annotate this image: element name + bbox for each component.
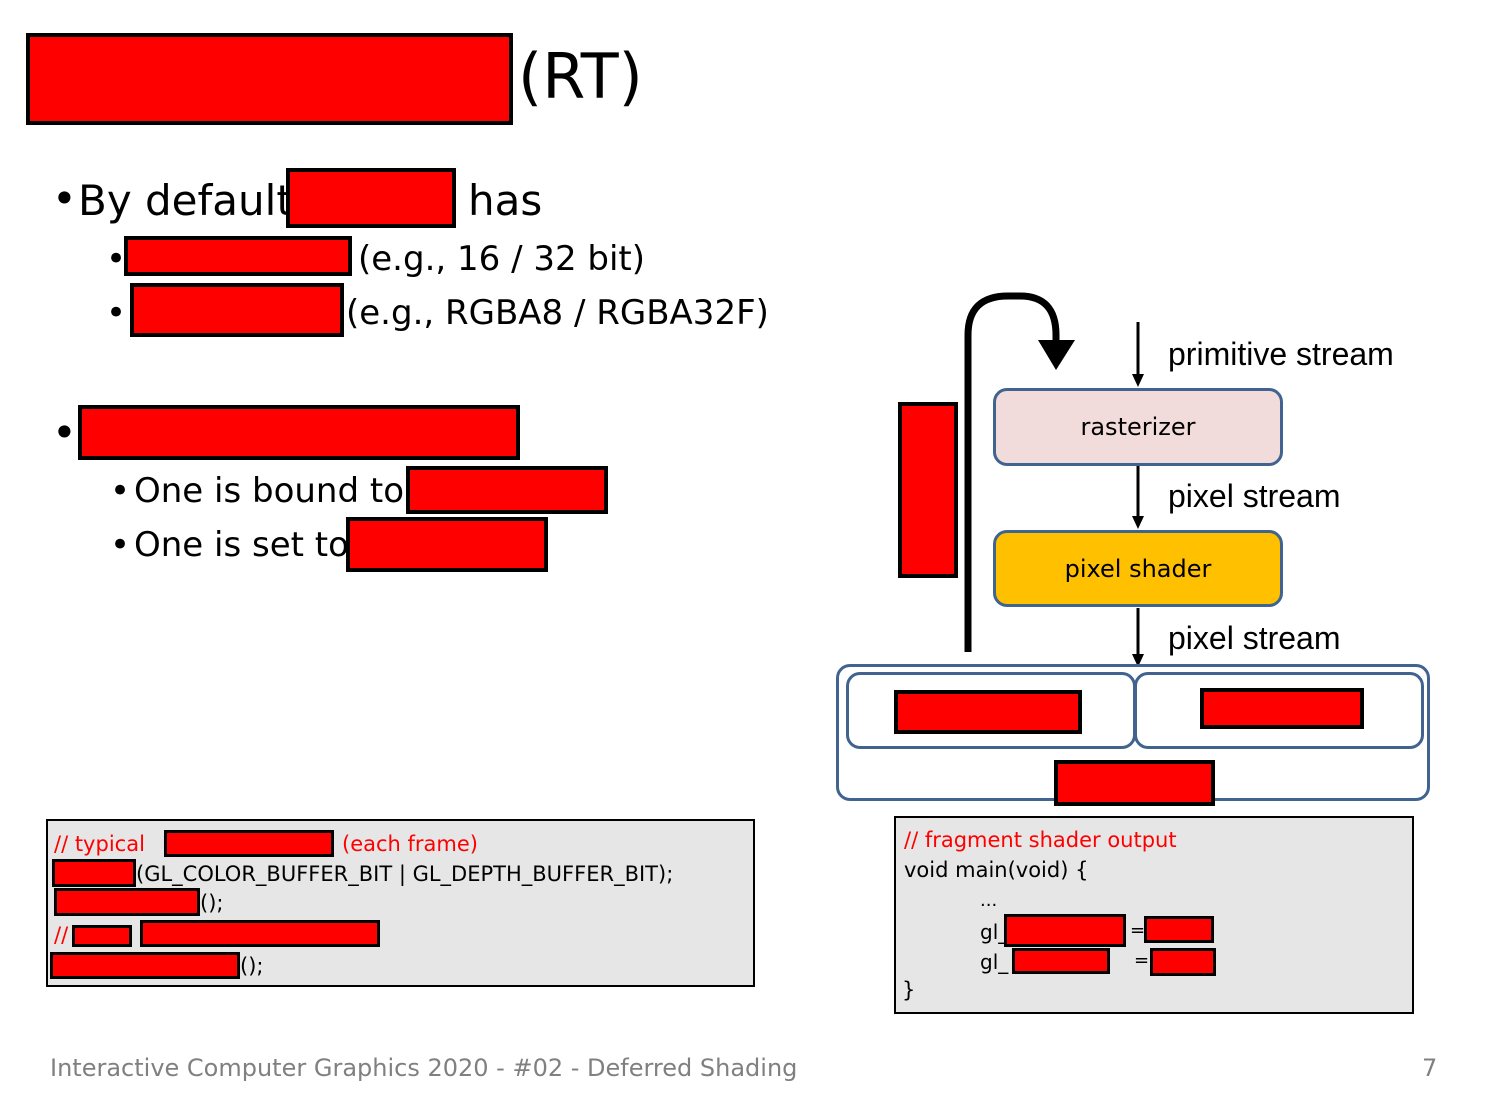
code-right-line5-prefix: gl_ bbox=[980, 950, 1009, 974]
bullet2-sub2: One is set to bbox=[134, 525, 349, 565]
sub-bullet-marker: • bbox=[110, 525, 131, 565]
bullet2-sub1: One is bound to bbox=[134, 471, 405, 511]
code-block-left: // typical (each frame) (GL_COLOR_BUFFER… bbox=[46, 819, 755, 987]
bullet2-redaction bbox=[78, 405, 520, 460]
footer-text: Interactive Computer Graphics 2020 - #02… bbox=[50, 1054, 798, 1082]
bullet1-tail: has bbox=[468, 176, 543, 225]
code-left-redaction-6 bbox=[50, 952, 240, 979]
code-left-redaction-2 bbox=[52, 859, 136, 887]
bullet2-sub2-redaction bbox=[346, 517, 548, 572]
pixel-stream2-arrowhead bbox=[1132, 654, 1144, 667]
code-right-line4-eq: = bbox=[1130, 920, 1146, 941]
pixel-stream1-arrowhead bbox=[1132, 516, 1144, 529]
primitive-arrowhead bbox=[1132, 374, 1144, 387]
pixel-shader-box: pixel shader bbox=[993, 530, 1283, 607]
sub-bullet-marker: • bbox=[110, 471, 131, 511]
bullet1-lead: By default bbox=[78, 176, 293, 225]
bullet-marker: • bbox=[52, 408, 77, 457]
code-right-line6: } bbox=[902, 978, 916, 1002]
bullet2-sub1-redaction bbox=[406, 466, 608, 514]
code-right-line4-prefix: gl_ bbox=[980, 920, 1009, 944]
buffer-right-redaction bbox=[1200, 688, 1364, 729]
title-redaction bbox=[26, 33, 513, 125]
feedback-arrow bbox=[964, 292, 1060, 652]
code-left-comment-start: // typical bbox=[54, 832, 145, 856]
pixel-stream-label-1: pixel stream bbox=[1168, 478, 1341, 514]
primitive-stream-label: primitive stream bbox=[1168, 336, 1394, 372]
buffer-slot-right bbox=[1134, 672, 1424, 749]
code-right-comment: // fragment shader output bbox=[904, 828, 1177, 852]
container-redaction bbox=[1054, 760, 1215, 806]
page-number: 7 bbox=[1422, 1054, 1438, 1082]
code-left-line2: (GL_COLOR_BUFFER_BIT | GL_DEPTH_BUFFER_B… bbox=[136, 862, 674, 886]
code-right-redaction-4 bbox=[1150, 948, 1216, 976]
bullet-marker: • bbox=[52, 174, 77, 223]
bullet1-sub2-redaction bbox=[130, 283, 344, 337]
rasterizer-box: rasterizer bbox=[993, 388, 1283, 466]
code-left-line3: (); bbox=[200, 891, 224, 915]
code-block-right: // fragment shader output void main(void… bbox=[894, 816, 1414, 1014]
bullet1-sub1-tail: (e.g., 16 / 32 bit) bbox=[358, 239, 646, 279]
buffer-left-redaction bbox=[894, 690, 1082, 734]
code-right-line2: void main(void) { bbox=[904, 858, 1089, 882]
bullet1-sub1-redaction bbox=[124, 236, 352, 276]
feedback-arrowhead bbox=[1038, 340, 1075, 370]
code-left-comment-end: (each frame) bbox=[342, 832, 478, 856]
title-suffix: (RT) bbox=[518, 40, 643, 113]
side-redaction bbox=[898, 402, 958, 578]
code-left-line5: (); bbox=[240, 954, 264, 978]
code-right-line3: ... bbox=[980, 890, 998, 911]
code-right-redaction-3 bbox=[1012, 948, 1110, 974]
bullet1-sub2-tail: (e.g., RGBA8 / RGBA32F) bbox=[346, 293, 769, 333]
sub-bullet-marker: • bbox=[106, 293, 127, 333]
code-right-redaction-2 bbox=[1144, 916, 1214, 943]
code-left-redaction-4 bbox=[72, 925, 132, 947]
bullet1-redaction bbox=[286, 168, 456, 228]
pixel-stream-label-2: pixel stream bbox=[1168, 620, 1341, 656]
code-left-comment-2: // bbox=[54, 923, 69, 947]
sub-bullet-marker: • bbox=[106, 239, 127, 279]
code-right-line5-eq: = bbox=[1134, 950, 1150, 971]
code-left-redaction-5 bbox=[140, 920, 380, 947]
code-left-redaction-3 bbox=[54, 888, 200, 916]
code-left-redaction-1 bbox=[164, 830, 334, 857]
code-right-redaction-1 bbox=[1004, 914, 1126, 947]
